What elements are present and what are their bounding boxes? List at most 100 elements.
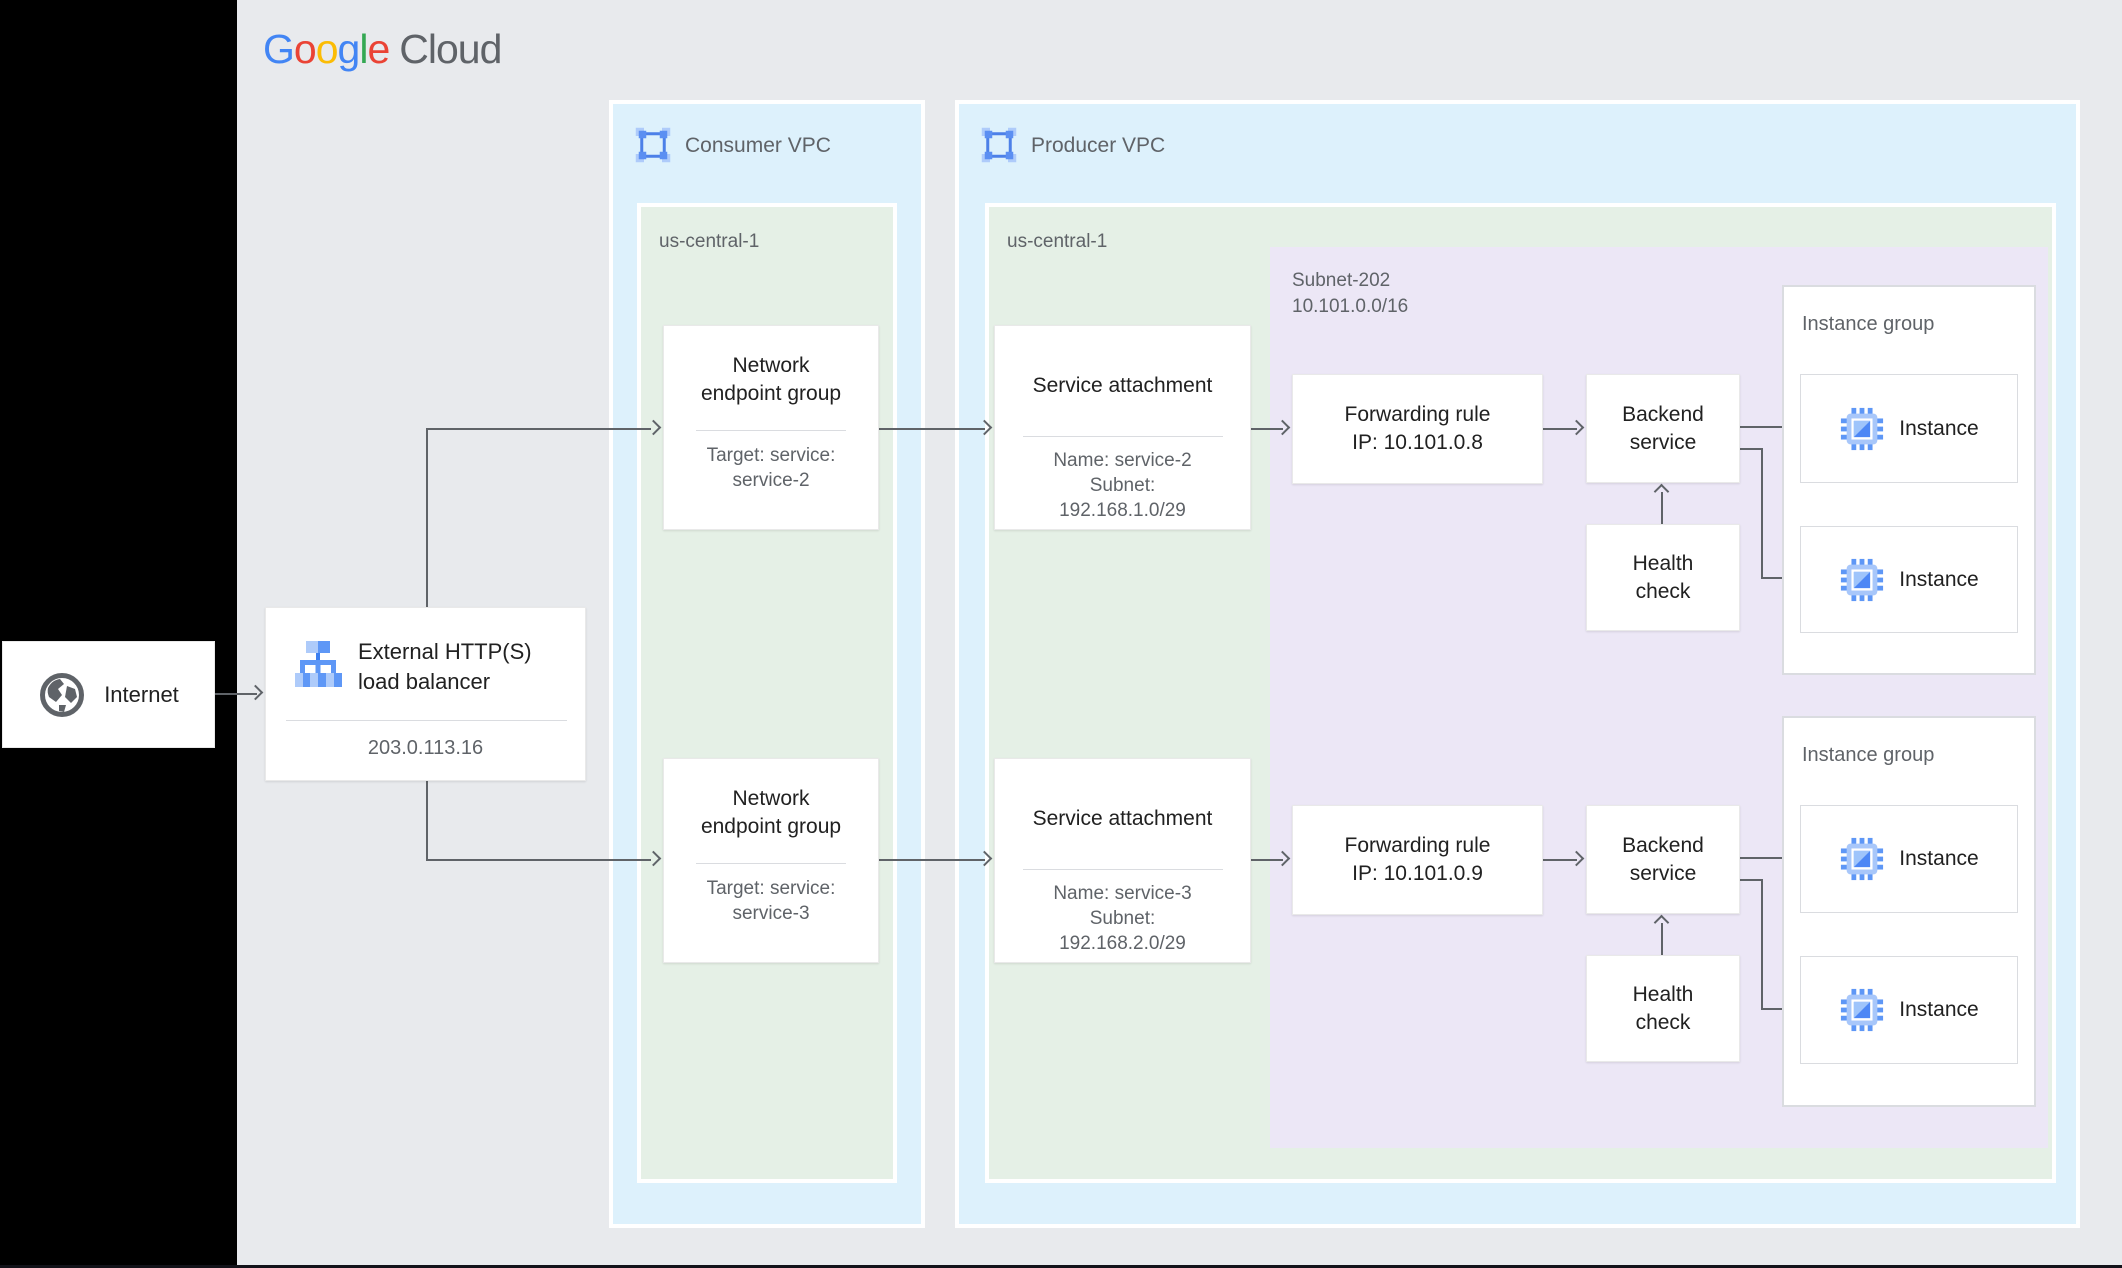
connector-lb-neg1-horizontal [426, 428, 651, 430]
neg2-title-line2: endpoint group [700, 815, 842, 838]
forwarding-rule-2: Forwarding rule IP: 10.101.0.9 [1292, 805, 1543, 915]
network-endpoint-group-2: Network endpoint group Target: service: … [663, 758, 879, 963]
connector-hc1-bs1 [1661, 492, 1663, 524]
neg2-target-line1: Target: service: [706, 878, 836, 899]
connector-neg2-sa2 [879, 859, 985, 861]
connector-internet-lb [215, 693, 257, 695]
service-attachment-1: Service attachment Name: service-2 Subne… [994, 325, 1251, 530]
service-attachment-2: Service attachment Name: service-3 Subne… [994, 758, 1251, 963]
sa2-title: Service attachment [1032, 807, 1213, 830]
lb-title: External HTTP(S) load balancer [358, 637, 532, 697]
vpc-network-icon [635, 127, 671, 163]
connector-bs1-instance2-seg3 [1761, 577, 1791, 579]
load-balancer-icon [295, 641, 342, 687]
connector-bs1-instance2-seg1 [1740, 448, 1763, 450]
ig2-label: Instance group [1802, 744, 1935, 766]
connector-lb-neg2-vertical [426, 781, 428, 861]
instance-2: Instance [1800, 526, 2018, 633]
logo-letter: o [315, 26, 339, 72]
subnet-label: Subnet-202 10.101.0.0/16 [1292, 268, 1408, 320]
logo-letter: e [367, 26, 390, 72]
instance-2-label: Instance [1899, 567, 1979, 591]
fr1-line1: Forwarding rule [1344, 403, 1491, 426]
producer-region-label: us-central-1 [1007, 231, 1108, 252]
external-load-balancer-node: External HTTP(S) load balancer 203.0.113… [265, 607, 586, 781]
sa2-subnet-cidr: 192.168.2.0/29 [1059, 933, 1186, 954]
fr2-line1: Forwarding rule [1344, 834, 1491, 857]
sa1-subnet-cidr: 192.168.1.0/29 [1059, 500, 1186, 521]
hc2-line1: Health [1632, 982, 1694, 1006]
bs1-line2: service [1629, 430, 1697, 454]
neg1-title-line2: endpoint group [700, 382, 842, 405]
neg1-title: Network endpoint group [664, 352, 878, 408]
internet-label: Internet [104, 681, 179, 707]
instance-4: Instance [1800, 956, 2018, 1064]
logo-letter: G [263, 26, 295, 72]
neg1-title-line1: Network [732, 354, 810, 377]
sa1-name: Name: service-2 [1053, 450, 1192, 471]
network-endpoint-group-1: Network endpoint group Target: service: … [663, 325, 879, 530]
bottom-border [0, 1265, 2122, 1268]
subnet-cidr: 10.101.0.0/16 [1292, 296, 1409, 317]
globe-icon [40, 672, 85, 717]
ig1-label: Instance group [1802, 313, 1935, 335]
vpc-network-icon [981, 127, 1017, 163]
logo-letter: l [359, 26, 368, 72]
compute-instance-icon [1841, 988, 1884, 1032]
connector-bs2-instance4-seg3 [1761, 1008, 1791, 1010]
logo-letter: g [337, 26, 361, 72]
connector-fr2-bs2 [1543, 859, 1577, 861]
instance-3: Instance [1800, 805, 2018, 913]
sa1-divider [1022, 436, 1223, 437]
fr2-line2: IP: 10.101.0.9 [1352, 862, 1483, 885]
compute-instance-icon [1841, 837, 1884, 881]
sa1-title: Service attachment [1032, 374, 1213, 397]
forwarding-rule-1: Forwarding rule IP: 10.101.0.8 [1292, 374, 1543, 484]
sa2-details: Name: service-3 Subnet: 192.168.2.0/29 [995, 881, 1250, 956]
neg2-target: Target: service: service-3 [664, 876, 878, 926]
logo-cloud-text: Cloud [399, 26, 502, 72]
sa2-divider [1022, 869, 1223, 870]
hc2-line2: check [1635, 1010, 1691, 1034]
lb-title-line2: load balancer [358, 669, 491, 694]
connector-bs1-instance1 [1740, 426, 1791, 428]
hc1-line2: check [1635, 579, 1691, 603]
sa1-details: Name: service-2 Subnet: 192.168.1.0/29 [995, 448, 1250, 523]
subnet-name: Subnet-202 [1292, 270, 1391, 291]
connector-sa2-fr2 [1251, 859, 1283, 861]
connector-bs2-instance3 [1740, 857, 1791, 859]
connector-fr1-bs1 [1543, 428, 1577, 430]
instance-1: Instance [1800, 374, 2018, 483]
connector-bs2-instance4-seg1 [1740, 879, 1763, 881]
connector-neg1-sa1 [879, 428, 985, 430]
backend-service-1: Backend service [1586, 374, 1740, 483]
backend-service-2: Backend service [1586, 805, 1740, 914]
instance-1-label: Instance [1899, 416, 1979, 440]
compute-instance-icon [1841, 558, 1884, 601]
fr1-line2: IP: 10.101.0.8 [1352, 431, 1483, 454]
bs1-line1: Backend [1622, 402, 1704, 426]
connector-bs2-instance4-seg2 [1761, 879, 1763, 1010]
google-cloud-logo: G o o g l e Cloud [263, 26, 502, 73]
neg2-title-line1: Network [732, 787, 810, 810]
neg2-title: Network endpoint group [664, 785, 878, 841]
lb-title-line1: External HTTP(S) [358, 639, 532, 664]
instance-3-label: Instance [1899, 847, 1979, 870]
health-check-2: Health check [1586, 955, 1740, 1062]
hc1-line1: Health [1632, 551, 1694, 575]
connector-bs1-instance2-seg2 [1761, 448, 1763, 579]
connector-hc2-bs2 [1661, 923, 1663, 955]
instance-4-label: Instance [1899, 998, 1979, 1021]
bs2-line2: service [1629, 861, 1697, 885]
health-check-1: Health check [1586, 524, 1740, 631]
bs2-line1: Backend [1622, 833, 1704, 857]
neg2-divider [696, 863, 846, 864]
sa2-subnet-label: Subnet: [1089, 908, 1156, 929]
neg1-target-line1: Target: service: [706, 445, 836, 466]
neg1-target: Target: service: service-2 [664, 443, 878, 493]
lb-divider [286, 720, 567, 721]
neg1-divider [696, 430, 846, 431]
connector-sa1-fr1 [1251, 428, 1283, 430]
consumer-vpc-label: Consumer VPC [685, 134, 831, 157]
